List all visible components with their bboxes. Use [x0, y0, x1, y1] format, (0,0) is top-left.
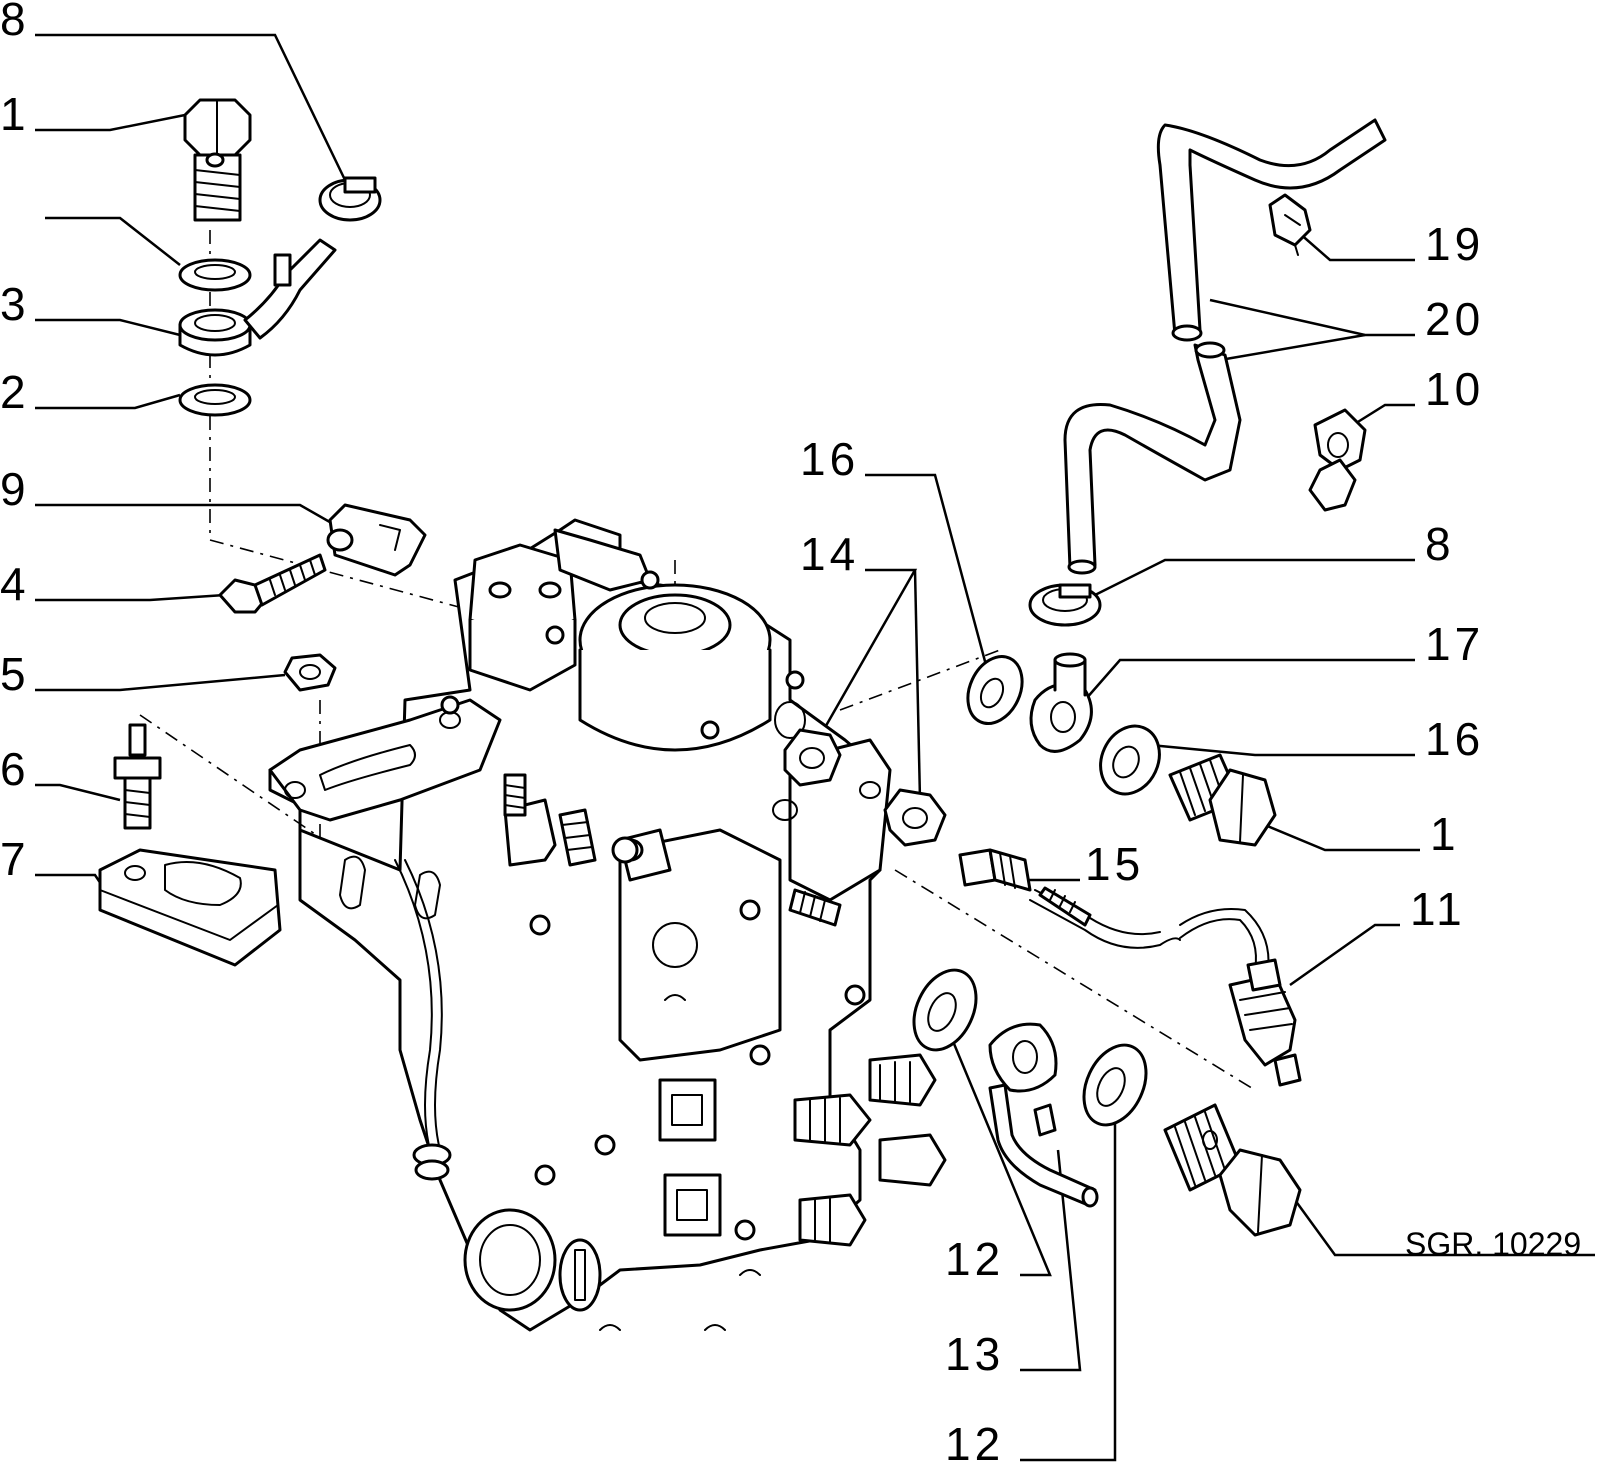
callout-labels: 8 1 3 2 9 4 5 6 7 16 14 19 20 10 8 17 16… [0, 0, 1581, 1465]
banjo-elbow-17 [1029, 652, 1093, 753]
callout-4: 4 [0, 558, 30, 610]
drawing-reference-code: SGR. 10229 [1405, 1226, 1581, 1262]
hose-clamp-8-right [1028, 583, 1102, 627]
callout-8-top: 8 [0, 0, 30, 45]
sealing-washer-upper [178, 258, 252, 292]
sealing-washer-2 [178, 383, 252, 417]
banjo-pipe-13 [988, 1022, 1099, 1208]
callout-11: 11 [1410, 883, 1466, 935]
nut-5 [283, 653, 337, 692]
stud-6 [113, 723, 162, 830]
callout-6: 6 [0, 743, 30, 795]
callout-3: 3 [0, 278, 30, 330]
return-hose-20 [1063, 118, 1387, 575]
hose-clamp-19 [1268, 193, 1312, 256]
callout-16-lower: 16 [1425, 713, 1484, 765]
fitting-15 [958, 848, 1032, 892]
washer-12-lower [1082, 1043, 1148, 1127]
banjo-bolt-1-right [1168, 753, 1277, 847]
callout-15: 15 [1085, 838, 1144, 890]
plate-7 [98, 848, 282, 967]
hose-clamp-10 [1308, 408, 1367, 512]
hose-clamp-8-top [318, 176, 382, 222]
callout-12-lower: 12 [945, 1418, 1004, 1465]
washer-12-upper [912, 968, 978, 1052]
injection-pump-body [268, 518, 947, 1332]
callout-12-upper: 12 [945, 1233, 1004, 1285]
callout-9: 9 [0, 463, 30, 515]
callout-14: 14 [800, 528, 859, 580]
callout-17: 17 [1425, 618, 1484, 670]
callout-5: 5 [0, 648, 30, 700]
callout-19: 19 [1425, 218, 1484, 270]
callout-7: 7 [0, 833, 30, 885]
callout-8-right: 8 [1425, 518, 1455, 570]
callout-1-right: 1 [1430, 808, 1460, 860]
washer-16-upper [966, 655, 1024, 725]
screw-4 [218, 553, 327, 614]
banjo-fitting-3 [178, 238, 337, 357]
banjo-bolt-1-top [183, 98, 252, 222]
callout-10: 10 [1425, 363, 1484, 415]
bracket-9 [326, 503, 427, 577]
callout-2: 2 [0, 366, 30, 418]
callout-1-top: 1 [0, 88, 30, 140]
banjo-bolt-lower [1163, 1103, 1302, 1237]
callout-16-upper: 16 [800, 433, 859, 485]
nuts-14 [783, 728, 947, 847]
washer-16-lower [1099, 724, 1161, 796]
callout-13: 13 [945, 1328, 1004, 1380]
callout-20: 20 [1425, 293, 1484, 345]
sensor-11-with-cable [1029, 886, 1302, 1087]
